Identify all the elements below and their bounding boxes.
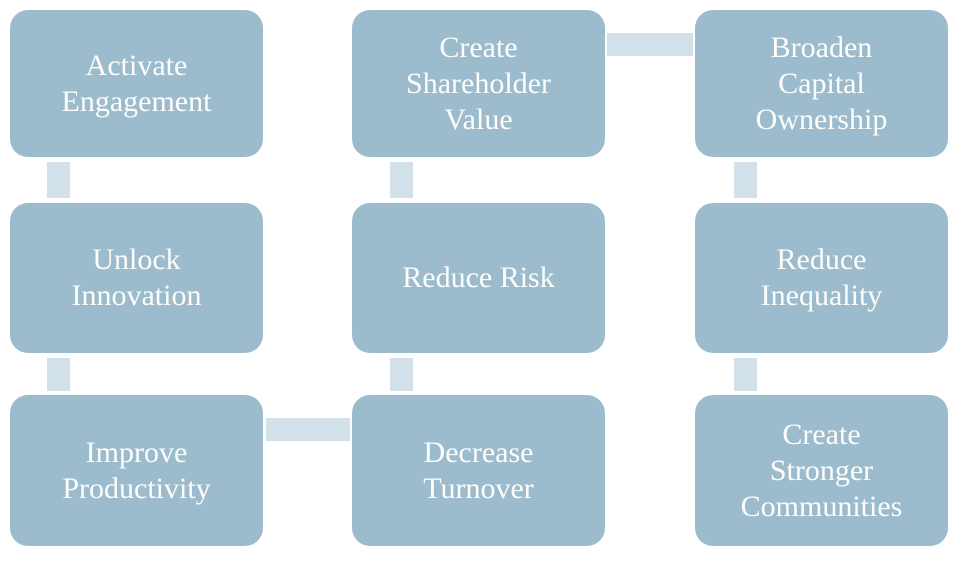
- box-label: Create Shareholder Value: [406, 30, 551, 136]
- box-label: Reduce Risk: [402, 261, 555, 294]
- box-label: Improve Productivity: [62, 435, 211, 505]
- connector-reduce-risk-decrease-turnover: [390, 358, 413, 391]
- connector-improve-productivity-decrease-turnover: [266, 418, 350, 441]
- box-decrease-turnover: Decrease Turnover: [352, 395, 605, 546]
- box-broaden-capital-ownership: Broaden Capital Ownership: [695, 10, 948, 157]
- box-activate-engagement: Activate Engagement: [10, 10, 263, 157]
- connector-unlock-innovation-improve-productivity: [47, 358, 70, 391]
- connector-reduce-inequality-create-stronger-communities: [734, 358, 757, 391]
- box-label: Decrease Turnover: [423, 435, 534, 505]
- connector-create-shareholder-value-reduce-risk: [390, 162, 413, 198]
- box-create-stronger-communities: Create Stronger Communities: [695, 395, 948, 546]
- connector-activate-engagement-unlock-innovation: [47, 162, 70, 198]
- box-reduce-risk: Reduce Risk: [352, 203, 605, 353]
- connector-create-shareholder-value-broaden-capital-ownership: [607, 33, 693, 56]
- box-label: Activate Engagement: [61, 48, 212, 118]
- connector-broaden-capital-ownership-reduce-inequality: [734, 162, 757, 198]
- box-label: Broaden Capital Ownership: [755, 30, 888, 136]
- box-label: Unlock Innovation: [71, 243, 202, 312]
- box-reduce-inequality: Reduce Inequality: [695, 203, 948, 353]
- box-create-shareholder-value: Create Shareholder Value: [352, 10, 605, 157]
- box-label: Create Stronger Communities: [740, 417, 903, 523]
- box-label: Reduce Inequality: [760, 243, 883, 312]
- box-improve-productivity: Improve Productivity: [10, 395, 263, 546]
- box-unlock-innovation: Unlock Innovation: [10, 203, 263, 353]
